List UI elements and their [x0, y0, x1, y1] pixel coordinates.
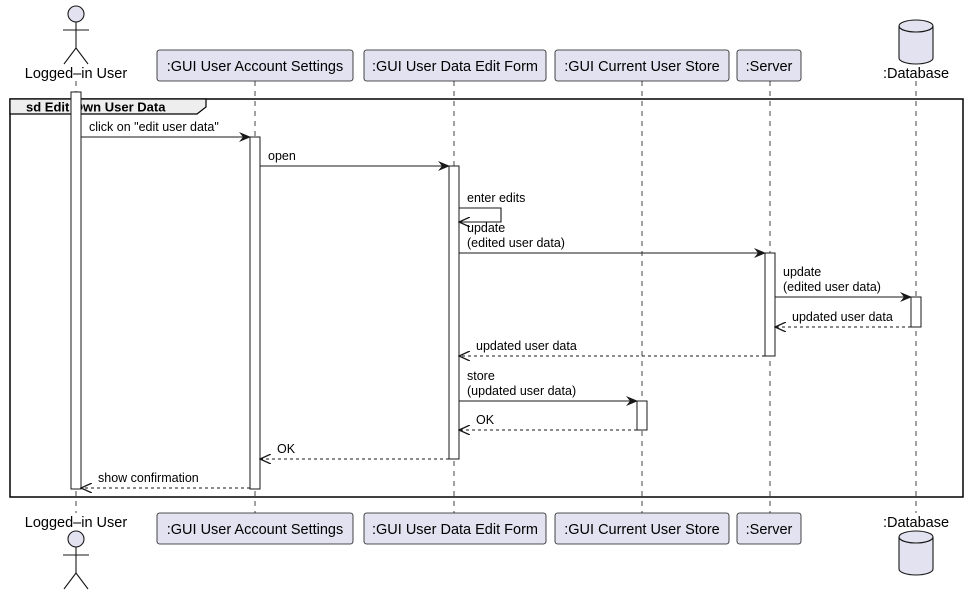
activation-bar-server	[764, 252, 776, 357]
participant-label: :Server	[746, 522, 793, 538]
message-6: updated user data	[775, 310, 911, 327]
actor-user: Logged–in User	[25, 5, 128, 82]
participant-server: :Server	[736, 512, 802, 545]
participant-label: :Database	[883, 66, 949, 82]
message-label: show confirmation	[98, 471, 199, 485]
message-10: OK	[260, 442, 449, 459]
participant-box	[554, 512, 730, 545]
participant-label: :GUI User Account Settings	[167, 59, 344, 75]
message-7: updated user data	[459, 339, 765, 356]
message-label: store	[467, 369, 495, 383]
activation-bar-gedit	[448, 165, 460, 460]
participant-gstore: :GUI Current User Store	[554, 512, 730, 545]
database-icon	[898, 19, 934, 65]
message-label: (updated user data)	[467, 384, 576, 398]
message-11: show confirmation	[81, 471, 250, 488]
activation-bar-gstore	[636, 400, 648, 431]
participant-gas: :GUI User Account Settings	[156, 49, 354, 82]
activation-bar-db	[910, 296, 922, 328]
message-2: open	[260, 149, 450, 171]
message-label: OK	[277, 442, 296, 456]
participant-label: :GUI User Data Edit Form	[372, 522, 538, 538]
message-arrow	[459, 207, 502, 222]
frame-border	[9, 98, 964, 498]
message-5: update(edited user data)	[775, 265, 912, 302]
participant-box	[156, 49, 354, 82]
participant-label: :GUI Current User Store	[564, 522, 720, 538]
participant-server: :Server	[736, 49, 802, 82]
message-label: update	[783, 265, 821, 279]
participant-gedit: :GUI User Data Edit Form	[363, 49, 547, 82]
activations	[70, 91, 922, 490]
message-label: open	[268, 149, 296, 163]
message-label: (edited user data)	[783, 280, 881, 294]
participant-box	[554, 49, 730, 82]
participant-label: :GUI User Account Settings	[167, 522, 344, 538]
participant-box	[736, 512, 802, 545]
message-label: enter edits	[467, 191, 525, 205]
database-db: :Database	[883, 515, 949, 576]
participant-gedit: :GUI User Data Edit Form	[363, 512, 547, 545]
actor-icon	[63, 530, 89, 590]
participant-box	[156, 512, 354, 545]
message-4: update(edited user data)	[459, 221, 766, 258]
message-8: store(updated user data)	[459, 369, 638, 406]
message-label: click on "edit user data"	[89, 120, 219, 134]
message-3: enter edits	[459, 191, 525, 222]
frame-title: sd Edit Own User Data	[26, 100, 166, 115]
participant-box	[363, 512, 547, 545]
actor-icon	[63, 5, 89, 65]
participant-label: :Server	[746, 59, 793, 75]
frame-title-tab	[9, 98, 207, 115]
messages: click on "edit user data" open enter edits…	[81, 120, 912, 488]
activation-bar-user	[70, 91, 82, 490]
participant-box	[736, 49, 802, 82]
message-label: OK	[476, 413, 495, 427]
participant-label: Logged–in User	[25, 66, 128, 82]
message-label: updated user data	[476, 339, 577, 353]
actor-user: Logged–in User	[25, 515, 128, 590]
participant-heads-top: Logged–in User :GUI User Account Settings…	[25, 5, 949, 82]
participant-gstore: :GUI Current User Store	[554, 49, 730, 82]
sequence-frame: sd Edit Own User Data	[9, 98, 964, 498]
participant-gas: :GUI User Account Settings	[156, 512, 354, 545]
message-label: (edited user data)	[467, 236, 565, 250]
message-9: OK	[459, 413, 637, 430]
participant-heads-bottom: Logged–in User :GUI User Account Settings…	[25, 512, 949, 590]
participant-box	[363, 49, 547, 82]
database-db: :Database	[883, 19, 949, 82]
message-label: updated user data	[792, 310, 893, 324]
participant-label: Logged–in User	[25, 515, 128, 531]
message-1: click on "edit user data"	[81, 120, 251, 142]
message-label: update	[467, 221, 505, 235]
participant-label: :Database	[883, 515, 949, 531]
database-icon	[898, 530, 934, 576]
activation-bar-gas	[249, 136, 261, 490]
participant-label: :GUI Current User Store	[564, 59, 720, 75]
participant-label: :GUI User Data Edit Form	[372, 59, 538, 75]
